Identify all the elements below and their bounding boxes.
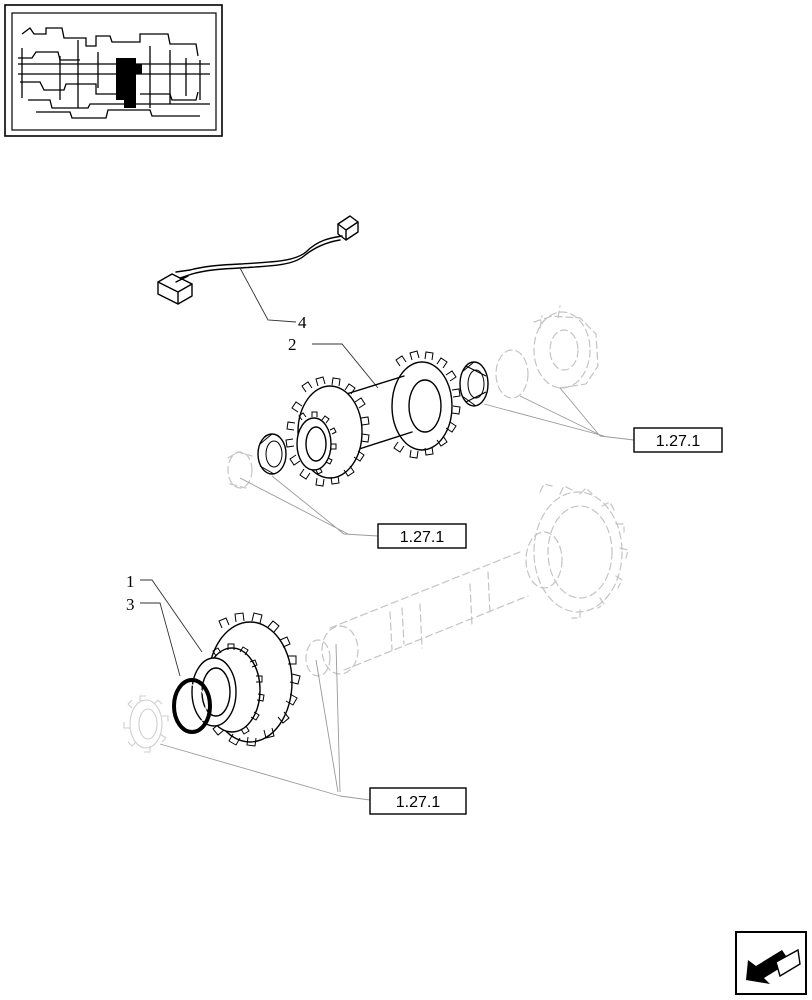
reference-box-upper[interactable]: 1.27.1 [633,427,723,453]
next-page-arrow-icon[interactable] [735,931,807,995]
reference-box-middle[interactable]: 1.27.1 [377,523,467,549]
gear-part-1 [191,612,301,747]
ghost-main-shaft [123,483,629,753]
callout-3: 3 [126,595,135,614]
callout-4: 4 [298,313,307,332]
reference-label-lower: 1.27.1 [396,794,441,811]
reference-label-upper: 1.27.1 [656,433,701,450]
transmission-locator-thumbnail[interactable] [4,4,223,137]
double-gear-cluster [257,350,489,487]
reference-label-middle: 1.27.1 [400,529,445,546]
callout-2: 2 [288,335,297,354]
snap-ring-part-3 [172,678,212,734]
wiring-harness [157,215,359,305]
ghost-housing-upper [227,305,599,489]
callout-1: 1 [126,572,135,591]
reference-box-lower[interactable]: 1.27.1 [369,787,467,815]
